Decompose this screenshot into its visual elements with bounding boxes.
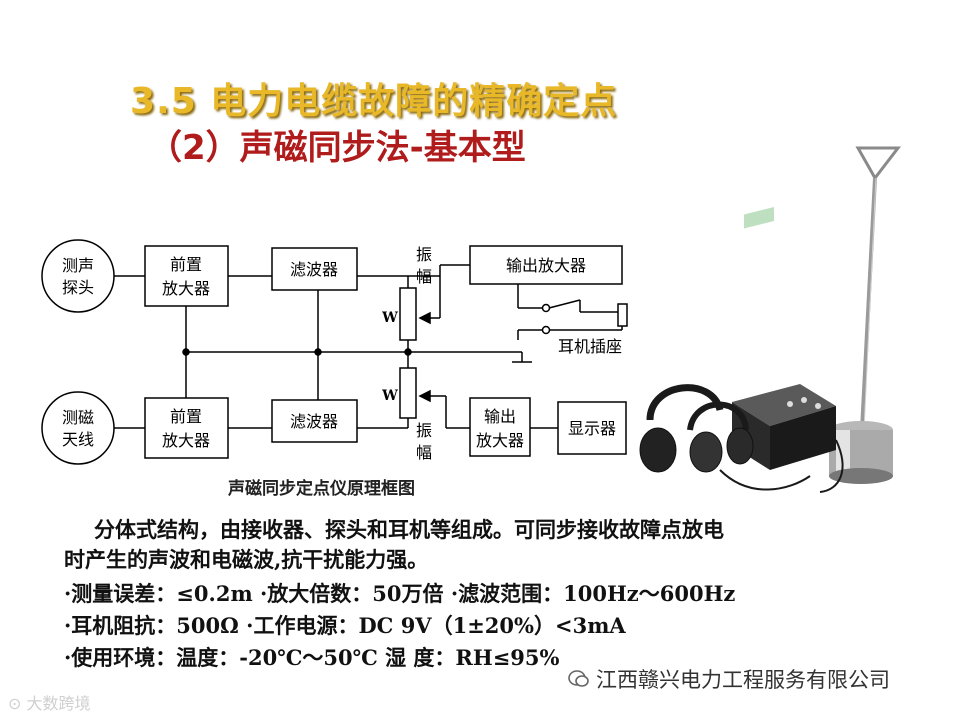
description-line-1: 分体式结构，由接收器、探头和耳机等组成。可同步接收故障点放电: [94, 517, 724, 542]
output-amp-bottom-block: [469, 397, 531, 457]
description-line-2: 时产生的声波和电磁波,抗干扰能力强。: [64, 547, 429, 572]
spec-line-1: ·测量误差：≤0.2m ·放大倍数：50万倍 ·滤波范围：100Hz～600Hz: [64, 581, 736, 606]
diagram-caption: 声磁同步定点仪原理框图: [228, 479, 415, 499]
preamp-bottom-label-2: 放大器: [162, 431, 210, 450]
filter-bottom-label: 滤波器: [290, 412, 338, 431]
preamp-top-label-1: 前置: [170, 255, 202, 274]
spec-line-2: ·耳机阻抗：500Ω ·工作电源：DC 9V（1±20%）<3mA: [64, 613, 626, 638]
filter-bottom-block: [271, 399, 358, 443]
headphone-jack-label: 耳机插座: [558, 337, 622, 356]
watermark-logo-icon: ⊙: [8, 694, 22, 713]
output-amp-top-block: [469, 245, 623, 285]
amplitude-top-label-2: 幅: [416, 267, 432, 286]
filter-top-block: [271, 247, 358, 291]
output-amp-bottom-label-2: 放大器: [476, 431, 524, 450]
amplitude-bottom-label-1: 振: [416, 421, 432, 440]
page-subtitle: （2）声磁同步法-基本型: [148, 128, 526, 168]
display-label: 显示器: [568, 419, 616, 438]
output-amp-top-label: 输出放大器: [506, 256, 586, 275]
sound-probe-label-2: 探头: [62, 278, 94, 297]
output-amp-bottom-label-1: 输出: [484, 407, 516, 426]
page-title: 3.5 电力电缆故障的精确定点: [130, 81, 618, 122]
sound-probe-label-1: 测声: [62, 256, 94, 275]
w-top-label: W: [381, 310, 398, 326]
preamp-bottom-label-1: 前置: [170, 407, 202, 426]
preamp-top-block: [144, 245, 229, 307]
watermark-right: 江西赣兴电力工程服务有限公司: [568, 664, 890, 694]
receiver-box-icon: [732, 207, 836, 470]
probe-rod-icon: [829, 146, 902, 484]
preamp-top-label-2: 放大器: [162, 279, 210, 298]
amplitude-top-label-1: 振: [416, 245, 432, 264]
amplitude-bottom-label-2: 幅: [416, 443, 432, 462]
headphones-icon: [639, 384, 844, 493]
watermark-left: ⊙ 大数跨境: [8, 690, 91, 714]
display-block: [557, 401, 627, 455]
w-bottom-label: W: [381, 388, 398, 404]
spec-line-3: ·使用环境：温度：-20℃～50℃ 湿 度：RH≤95%: [64, 645, 560, 670]
preamp-bottom-block: [144, 397, 229, 459]
watermark-left-text: 大数跨境: [26, 694, 91, 713]
watermark-right-text: 江西赣兴电力工程服务有限公司: [596, 668, 890, 692]
filter-top-label: 滤波器: [290, 260, 338, 279]
diagram-wires: [114, 264, 628, 429]
sound-probe-node: [41, 239, 115, 313]
magnetic-antenna-node: [41, 391, 115, 465]
wechat-icon: [568, 670, 589, 687]
magnetic-antenna-label-1: 测磁: [62, 408, 94, 427]
magnetic-antenna-label-2: 天线: [62, 430, 94, 449]
